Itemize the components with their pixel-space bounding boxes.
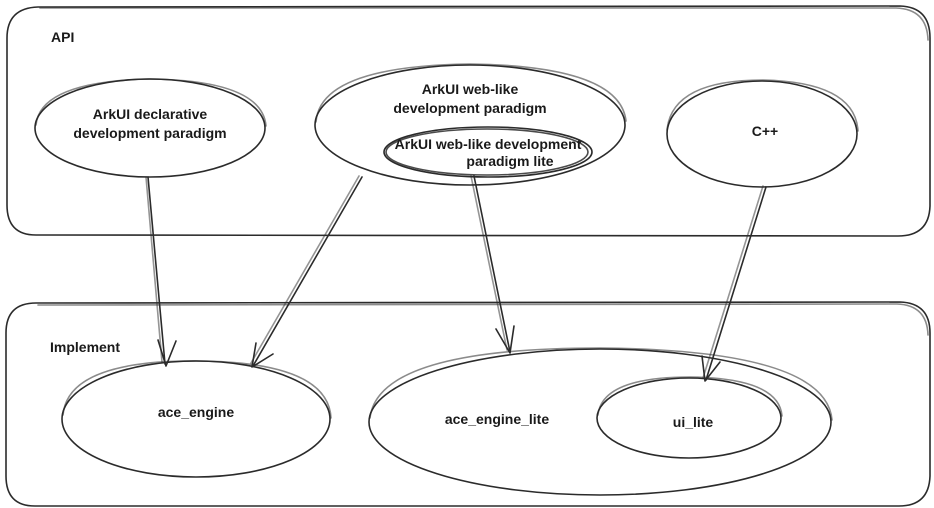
ace-engine-lite-label: ace_engine_lite	[444, 411, 550, 427]
arkui-web-like-lite-label-line2: paradigm lite	[466, 153, 554, 169]
arrow-cpp-to-ui-lite	[701, 185, 767, 382]
ace-engine-ellipse	[61, 360, 332, 478]
arkui-web-like-lite-ellipse	[383, 126, 593, 178]
arrow-web-like-to-ace-engine	[250, 175, 363, 368]
arrow-declarative-to-ace-engine	[145, 176, 177, 367]
arkui-declarative-label: ArkUI declarative development paradigm	[60, 105, 240, 143]
ui-lite-label: ui_lite	[672, 414, 714, 430]
arkui-web-like-lite-label-line1: ArkUI web-like development	[394, 136, 582, 152]
implement-group-label: Implement	[50, 339, 121, 355]
arkui-web-like-lite-label: ArkUI web-like development paradigm lite	[378, 136, 598, 170]
arkui-declarative-label-line2: development paradigm	[73, 125, 227, 141]
api-group-label: API	[51, 29, 75, 45]
ace-engine-label: ace_engine	[157, 404, 235, 420]
arkui-web-like-ellipse	[314, 63, 627, 186]
api-group-box	[6, 5, 931, 237]
arkui-declarative-label-line1: ArkUI declarative	[92, 106, 208, 122]
arkui-web-like-label-line2: development paradigm	[393, 100, 547, 116]
implement-group-box	[5, 301, 931, 507]
ui-lite-ellipse	[596, 376, 783, 459]
arrow-web-like-lite-to-ace-engine-lite	[470, 175, 515, 354]
ace-engine-lite-ellipse	[368, 347, 833, 496]
cpp-label: C++	[751, 123, 779, 139]
arkui-declarative-ellipse	[34, 78, 267, 178]
arkui-web-like-label-line1: ArkUI web-like	[421, 81, 519, 97]
arkui-web-like-label: ArkUI web-like development paradigm	[380, 80, 560, 118]
